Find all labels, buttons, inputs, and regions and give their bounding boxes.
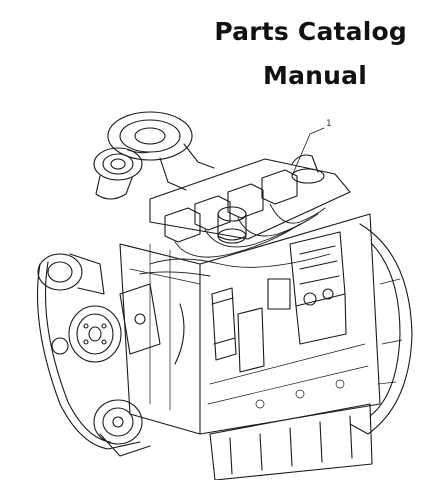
block-details: [129, 243, 403, 411]
oil-filter: [174, 287, 265, 373]
fuel-lines: [139, 203, 331, 277]
front-accessory-drive: [36, 253, 161, 457]
cover-title-line-1: Parts Catalog: [214, 17, 407, 46]
turbocharger: [93, 111, 215, 200]
engine-block: [119, 154, 413, 480]
injection-pump: [267, 231, 347, 345]
part-callout-number: 1: [326, 119, 332, 129]
cover-title-line-2: Manual: [263, 61, 367, 90]
engine-illustration: 1: [36, 111, 413, 480]
